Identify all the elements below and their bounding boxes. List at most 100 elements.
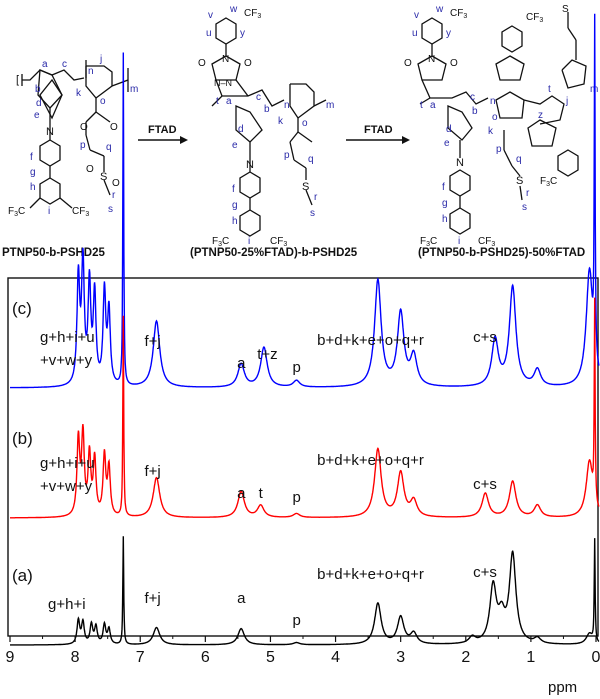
atom-label-b: b — [35, 84, 41, 95]
x-tick-label: 6 — [201, 649, 210, 666]
peak-annotation: g+h+i+u — [40, 329, 95, 346]
spectrum-a — [10, 536, 600, 646]
cf3-label-3: CF3 — [526, 12, 543, 24]
x-tick-label: 5 — [266, 649, 275, 666]
polymer-1-structure — [21, 60, 129, 209]
x-tick-label: 8 — [71, 649, 80, 666]
atom-label-e: e — [34, 110, 40, 121]
oxygen-label-3: O — [86, 164, 94, 175]
peak-annotation: g+h+i+u — [40, 455, 95, 472]
atom-label-q: q — [106, 142, 112, 153]
peak-annotation: f+j — [145, 590, 161, 607]
peak-annotation: g+h+i — [48, 596, 86, 613]
arrow-head-1 — [180, 136, 188, 144]
polymer-3-labels: v w u y CF3 N O O a t c b d e N f g h i … — [404, 4, 598, 248]
sulfur-label: S — [302, 181, 309, 193]
atom-label-t: t — [420, 100, 423, 111]
hn-label: N–N — [214, 78, 232, 88]
cf3-right-label: CF3 — [478, 236, 495, 248]
atom-label-i: i — [48, 206, 50, 217]
atom-label-a: a — [226, 96, 232, 107]
peak-annotation: b+d+k+e+o+q+r — [317, 452, 424, 469]
polymer-1-name: PTNP50-b-PSHD25 — [2, 247, 105, 259]
x-axis-label: ppm — [548, 679, 577, 696]
atom-label-q: q — [516, 154, 522, 165]
atom-label-h: h — [442, 214, 448, 225]
cf3-right-label: CF3 — [270, 236, 287, 248]
atom-label-e: e — [444, 138, 450, 149]
atom-label-g: g — [442, 198, 448, 209]
peak-annotation: (b) — [12, 429, 33, 448]
atom-label-a: a — [42, 59, 48, 70]
oxygen-label-2: O — [450, 58, 458, 69]
atom-label-m: m — [130, 84, 138, 95]
peak-annotation: (a) — [12, 566, 33, 585]
atom-label-p: p — [496, 144, 502, 155]
atom-label-v: v — [208, 10, 213, 21]
peak-annotation: (c) — [12, 299, 32, 318]
peak-annotation: p — [292, 612, 300, 629]
atom-label-c: c — [470, 92, 475, 103]
atom-label-n: n — [88, 66, 94, 77]
atom-label-f: f — [30, 152, 33, 163]
atom-label-b: b — [264, 104, 270, 115]
peak-annotation: a — [237, 590, 246, 607]
peak-annotation: t — [259, 485, 264, 502]
x-tick-label: 3 — [396, 649, 405, 666]
nitrogen-label: N — [222, 54, 229, 65]
atom-label-t2: t — [548, 84, 551, 95]
atom-label-j: j — [99, 54, 102, 65]
spectrum-c — [10, 13, 600, 389]
bracket-mark-1: [ — [16, 74, 19, 86]
atom-label-u: u — [206, 28, 212, 39]
atom-label-o: o — [302, 118, 308, 129]
cf3-right-label: CF3 — [72, 206, 89, 218]
atom-label-p: p — [80, 140, 86, 151]
cf3-left-label: F3C — [8, 206, 25, 218]
spectra-layer — [10, 13, 600, 646]
atom-label-z: z — [538, 110, 543, 121]
atom-label-g: g — [232, 200, 238, 211]
x-tick-label: 2 — [461, 649, 470, 666]
x-tick-label: 7 — [136, 649, 145, 666]
nitrogen-label-2: N — [246, 159, 254, 171]
spectrum-line — [10, 13, 600, 389]
cf3-label: CF3 — [244, 8, 261, 20]
peak-annotation: f+j — [145, 463, 161, 480]
peak-annotation: p — [292, 359, 300, 376]
polymer-2-structure — [211, 17, 327, 237]
oxygen-label-2: O — [244, 58, 252, 69]
atom-label-d: d — [36, 98, 42, 109]
peak-annotation: b+d+k+e+o+q+r — [317, 332, 424, 349]
peak-annotation: c+s — [473, 564, 497, 581]
atom-label-y: y — [446, 28, 451, 39]
peak-annotation: c+s — [473, 329, 497, 346]
atom-label-r: r — [526, 188, 530, 199]
atom-label-g: g — [30, 167, 36, 178]
atom-label-i: i — [458, 236, 460, 247]
sulfur-label: S — [516, 175, 523, 187]
atom-label-t: t — [216, 96, 219, 107]
atom-label-r: r — [314, 192, 318, 203]
peak-annotation: p — [292, 489, 300, 506]
nitrogen-label-1: N — [428, 54, 435, 65]
spectrum-line — [10, 297, 600, 519]
atom-label-f: f — [442, 182, 445, 193]
nitrogen-label: N — [46, 126, 54, 138]
atom-label-n: n — [490, 96, 496, 107]
x-tick-label: 0 — [592, 649, 600, 666]
atom-label-e: e — [232, 140, 238, 151]
atom-label-m: m — [326, 100, 334, 111]
atom-label-c: c — [256, 92, 261, 103]
atom-label-c: c — [62, 59, 67, 70]
sulfur-label-2: S — [562, 4, 569, 15]
oxygen-label-4: O — [112, 178, 120, 189]
arrow-2-label: FTAD — [364, 124, 393, 136]
atom-label-k: k — [488, 126, 494, 137]
polymer-3-name: (PTNP50-b-PSHD25)-50%FTAD — [418, 247, 585, 259]
atom-label-y: y — [240, 28, 245, 39]
sulfur-label: S — [100, 171, 107, 183]
